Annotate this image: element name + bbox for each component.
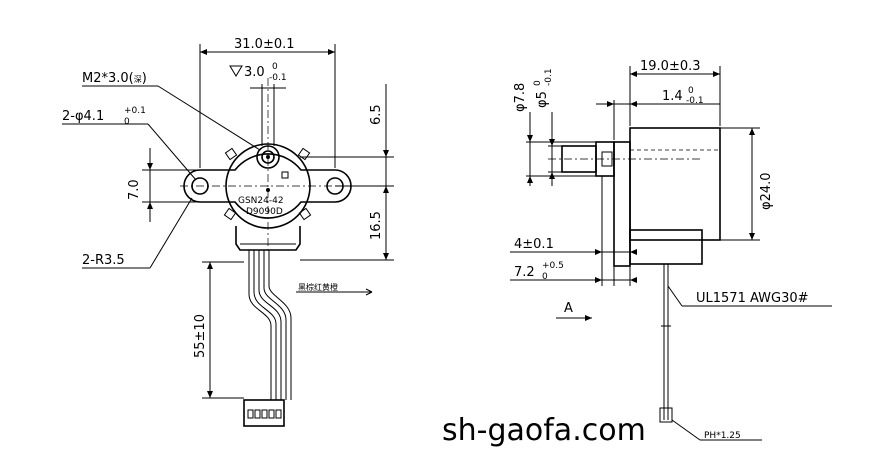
- connector-pin: [247, 409, 254, 419]
- dim-arrows: [607, 101, 637, 107]
- motor-model-label: GSN24-42: [238, 196, 284, 206]
- connector-pin: [275, 409, 282, 419]
- connector-note: PH*1.25: [704, 431, 741, 441]
- offset-bottom-dim: 16.5: [369, 211, 384, 240]
- lead-wire: [263, 250, 287, 400]
- lead-wire: [253, 250, 277, 400]
- boss-dia-dim: φ7.8: [513, 83, 528, 112]
- depth-tol-bot: -0.1: [269, 73, 287, 83]
- front-view: GSN24-42 D9090D 黑棕红黄橙 31.0±0.1: [62, 37, 394, 427]
- connector-pin: [268, 409, 275, 419]
- body-length-dim: 19.0±0.3: [640, 59, 701, 74]
- side-motor-body: [629, 127, 721, 241]
- radius-note-leader: [149, 197, 193, 269]
- lead-wire: [268, 250, 292, 400]
- mounting-hole-left: [191, 177, 209, 195]
- dim-arrows: [527, 135, 555, 183]
- flat-dim: 1.4: [662, 89, 683, 104]
- shaft-len-a-dim: 4±0.1: [514, 237, 554, 252]
- connector-pins: [247, 409, 282, 419]
- body-marker: [281, 171, 289, 179]
- motor-code-label: D9090D: [246, 207, 283, 217]
- lead-wires: [248, 250, 292, 400]
- connector-pin: [261, 409, 268, 419]
- lead-wire: [248, 250, 272, 400]
- shaft-dia-tol-top: 0: [533, 80, 543, 86]
- side-connector: [659, 407, 673, 423]
- side-lower-housing: [629, 229, 703, 265]
- body-tab: [224, 147, 238, 161]
- wire-spec: UL1571 AWG30#: [696, 291, 809, 306]
- thread-note: M2*3.0(深): [82, 71, 147, 86]
- depth-dim: 3.0: [244, 65, 265, 80]
- thread-note-leader: [157, 85, 261, 151]
- flat-tol-top: 0: [688, 86, 694, 96]
- view-arrow-head: [585, 315, 592, 321]
- flat-tol-bot: -0.1: [686, 96, 704, 106]
- connector: [243, 399, 285, 427]
- shaft-len-b-dim: 7.2: [514, 265, 535, 280]
- wire-note-arrow: [365, 288, 373, 296]
- shaft-dia-dim: φ5: [535, 91, 550, 108]
- shaft: [261, 150, 275, 164]
- shaft-dia-tol-bot: -0.1: [544, 68, 554, 86]
- watermark: sh-gaofa.com: [442, 413, 646, 448]
- hole-note: 2-φ4.1: [62, 109, 104, 124]
- motor-flange: [183, 153, 352, 219]
- wire-spec-leader: [667, 285, 683, 307]
- lead-length-dim: 55±10: [193, 314, 208, 358]
- hole-pitch-dim: 7.0: [127, 179, 142, 200]
- side-flange: [613, 141, 631, 267]
- hole-tol-top: +0.1: [124, 106, 146, 116]
- width-dim: 31.0±0.1: [234, 37, 295, 52]
- depth-symbol: [229, 65, 243, 77]
- offset-top-dim: 6.5: [369, 104, 384, 125]
- hole-tol-bot: 0: [124, 117, 130, 127]
- lead-exit-housing: [235, 226, 301, 251]
- hole-note-leader: [147, 123, 197, 181]
- connector-pin: [254, 409, 261, 419]
- depth-tol-top: 0: [272, 62, 278, 72]
- view-label: A: [564, 301, 573, 316]
- lead-wire: [258, 250, 282, 400]
- shaft-boss: [256, 145, 280, 169]
- body-tab: [223, 207, 237, 221]
- wire-color-note: 黑棕红黄橙: [298, 282, 338, 292]
- body-dia-dim: φ24.0: [759, 172, 774, 210]
- radius-note: 2-R3.5: [82, 253, 125, 268]
- side-view: φ7.8 φ5 0 -0.1 19.0±0.3 1.4 0 -0.1 φ24.0…: [510, 59, 832, 441]
- shaft-len-b-tol-top: +0.5: [542, 261, 564, 271]
- dim-arrows: [595, 249, 637, 283]
- connector-note-leader: [671, 419, 701, 441]
- body-tab: [298, 207, 312, 221]
- shaft-center: [266, 155, 270, 159]
- body-dot: [266, 188, 270, 192]
- motor-body-outline: [225, 143, 311, 229]
- shaft-len-b-tol-bot: 0: [542, 272, 548, 282]
